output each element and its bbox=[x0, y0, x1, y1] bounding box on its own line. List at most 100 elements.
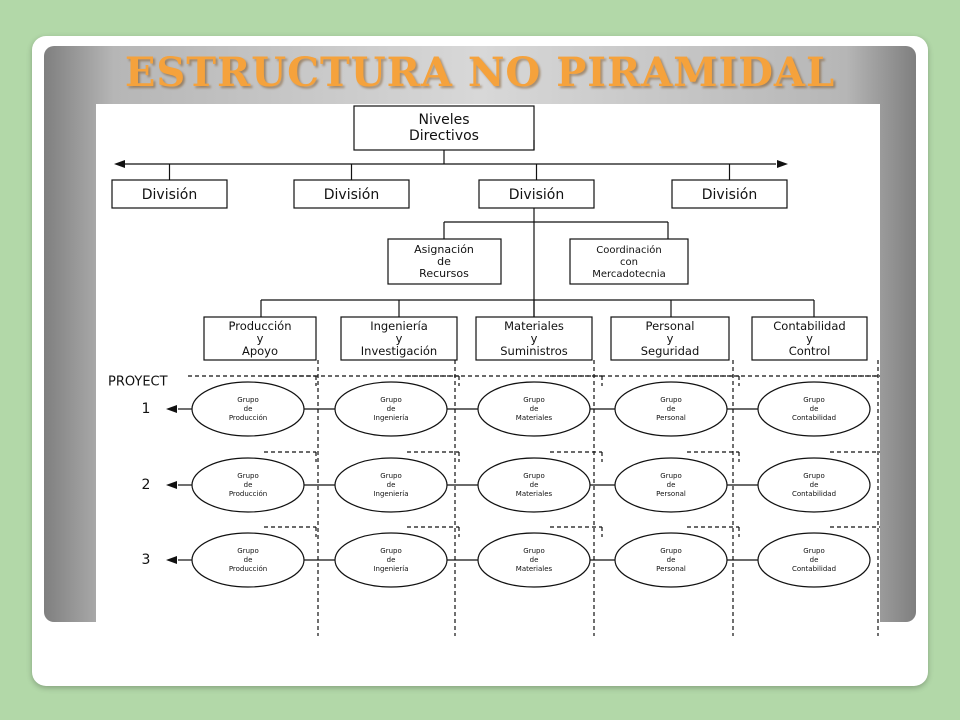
division-box bbox=[671, 179, 788, 209]
department-label: Apoyo bbox=[242, 344, 278, 358]
marketing-coordination-label: Mercadotecnia bbox=[592, 269, 666, 280]
group-label: de bbox=[810, 405, 819, 413]
group-ellipse bbox=[757, 381, 871, 437]
group-label: Grupo bbox=[380, 472, 401, 480]
group-label: de bbox=[530, 481, 539, 489]
department-label: Materiales bbox=[504, 319, 564, 333]
group-ellipse bbox=[614, 381, 728, 437]
group-label: de bbox=[810, 481, 819, 489]
department-box bbox=[751, 316, 868, 361]
department-label: Control bbox=[789, 344, 831, 358]
marketing-coordination-label: Coordinación bbox=[596, 244, 661, 256]
group-label: Grupo bbox=[523, 547, 544, 555]
group-label: Grupo bbox=[803, 472, 824, 480]
division-bus-arrow-right bbox=[777, 160, 788, 168]
marketing-coordination-label: con bbox=[620, 257, 638, 268]
top-management-label: Niveles bbox=[418, 112, 469, 128]
group-ellipse bbox=[477, 381, 591, 437]
group-label: Producción bbox=[229, 490, 267, 498]
group-label: Ingeniería bbox=[373, 414, 408, 422]
project-number: 3 bbox=[142, 552, 151, 568]
department-box bbox=[475, 316, 593, 361]
group-label: Grupo bbox=[660, 396, 681, 404]
department-label: y bbox=[531, 332, 538, 346]
group-label: Grupo bbox=[237, 396, 258, 404]
department-label: Ingeniería bbox=[370, 319, 428, 333]
group-label: de bbox=[810, 556, 819, 564]
group-label: de bbox=[667, 556, 676, 564]
department-box bbox=[610, 316, 730, 361]
group-label: Grupo bbox=[523, 472, 544, 480]
group-ellipse bbox=[614, 532, 728, 588]
group-label: Grupo bbox=[523, 396, 544, 404]
group-label: Grupo bbox=[803, 547, 824, 555]
group-ellipse bbox=[191, 381, 305, 437]
department-box bbox=[203, 316, 317, 361]
group-label: de bbox=[530, 405, 539, 413]
group-label: de bbox=[387, 556, 396, 564]
department-label: y bbox=[806, 332, 813, 346]
group-label: de bbox=[244, 405, 253, 413]
group-label: Grupo bbox=[660, 547, 681, 555]
group-label: de bbox=[244, 481, 253, 489]
department-label: Suministros bbox=[500, 344, 567, 358]
group-label: Personal bbox=[656, 565, 686, 573]
group-label: Contabilidad bbox=[792, 490, 836, 498]
group-label: Grupo bbox=[803, 396, 824, 404]
group-ellipse bbox=[477, 457, 591, 513]
group-label: Materiales bbox=[516, 490, 553, 498]
group-label: Producción bbox=[229, 565, 267, 573]
project-row-arrow bbox=[166, 405, 177, 413]
division-box bbox=[111, 179, 228, 209]
top-management-label: Directivos bbox=[409, 128, 479, 144]
group-label: de bbox=[387, 405, 396, 413]
division-label: División bbox=[509, 187, 564, 203]
group-ellipse bbox=[477, 532, 591, 588]
department-label: Producción bbox=[229, 319, 292, 333]
department-box bbox=[340, 316, 458, 361]
project-row-arrow bbox=[166, 556, 177, 564]
group-label: Ingeniería bbox=[373, 490, 408, 498]
group-label: Grupo bbox=[660, 472, 681, 480]
group-ellipse bbox=[191, 457, 305, 513]
project-row-arrow bbox=[166, 481, 177, 489]
group-label: de bbox=[244, 556, 253, 564]
department-label: y bbox=[396, 332, 403, 346]
division-label: División bbox=[324, 187, 379, 203]
resource-allocation-label: Asignación bbox=[414, 243, 474, 256]
resource-allocation-label: de bbox=[437, 255, 451, 268]
group-label: Contabilidad bbox=[792, 414, 836, 422]
division-box bbox=[293, 179, 410, 209]
department-label: Investigación bbox=[361, 344, 437, 358]
slide-title: ESTRUCTURA NO PIRAMIDAL bbox=[124, 49, 836, 96]
group-label: Producción bbox=[229, 414, 267, 422]
department-label: y bbox=[257, 332, 264, 346]
group-ellipse bbox=[334, 457, 448, 513]
group-ellipse bbox=[757, 457, 871, 513]
group-label: de bbox=[387, 481, 396, 489]
department-label: Seguridad bbox=[641, 344, 700, 358]
group-label: Grupo bbox=[380, 547, 401, 555]
department-label: Contabilidad bbox=[773, 319, 845, 333]
group-label: Materiales bbox=[516, 414, 553, 422]
department-label: y bbox=[667, 332, 674, 346]
group-label: de bbox=[667, 481, 676, 489]
group-label: Contabilidad bbox=[792, 565, 836, 573]
group-label: de bbox=[667, 405, 676, 413]
group-ellipse bbox=[334, 532, 448, 588]
group-label: Grupo bbox=[237, 472, 258, 480]
division-label: División bbox=[142, 187, 197, 203]
group-ellipse bbox=[614, 457, 728, 513]
marketing-coordination-box bbox=[569, 238, 689, 285]
group-label: Personal bbox=[656, 490, 686, 498]
group-ellipse bbox=[757, 532, 871, 588]
resource-allocation-box bbox=[387, 238, 502, 285]
project-number: 1 bbox=[142, 401, 151, 417]
group-label: Ingeniería bbox=[373, 565, 408, 573]
group-ellipse bbox=[191, 532, 305, 588]
project-number: 2 bbox=[142, 477, 151, 493]
group-label: Grupo bbox=[380, 396, 401, 404]
group-label: Materiales bbox=[516, 565, 553, 573]
